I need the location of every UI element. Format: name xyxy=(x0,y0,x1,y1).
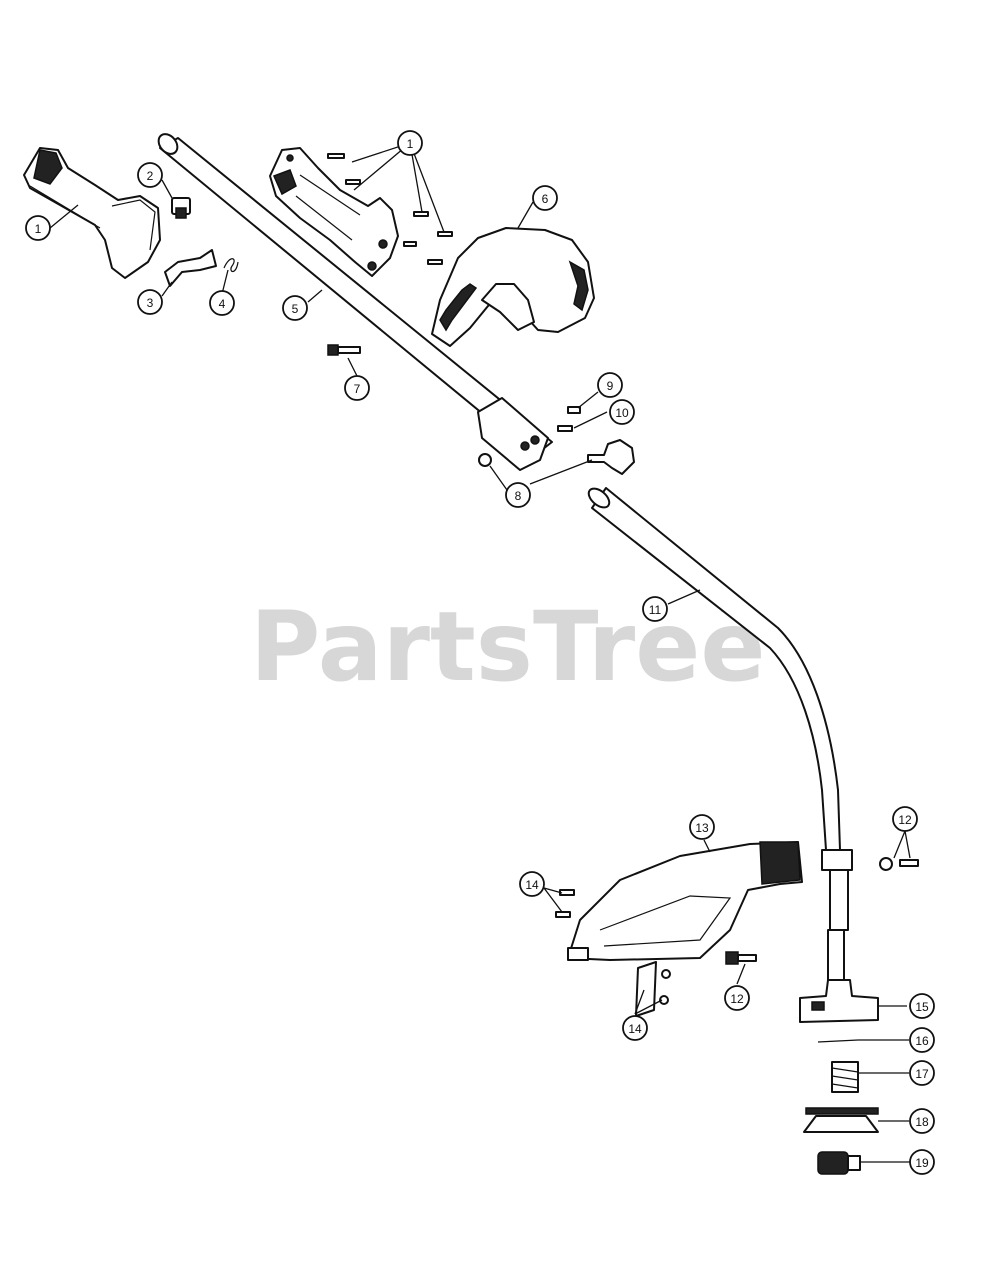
callout-5: 5 xyxy=(282,295,308,321)
svg-text:10: 10 xyxy=(615,406,629,420)
svg-text:12: 12 xyxy=(730,992,744,1006)
clamp-fastener-part[interactable] xyxy=(879,857,919,871)
svg-text:3: 3 xyxy=(147,296,154,310)
svg-text:9: 9 xyxy=(607,379,614,393)
callout-1-top: 1 xyxy=(397,130,423,156)
callout-2: 2 xyxy=(137,162,163,188)
svg-text:19: 19 xyxy=(915,1156,929,1170)
screw-10-part[interactable] xyxy=(557,425,573,432)
housing-screws-part[interactable] xyxy=(327,153,453,265)
svg-text:4: 4 xyxy=(219,297,226,311)
callout-3: 3 xyxy=(137,289,163,315)
callout-7: 7 xyxy=(344,375,370,401)
screw-9-part[interactable] xyxy=(567,406,581,414)
assist-handle-part[interactable] xyxy=(431,227,595,347)
spring-part[interactable] xyxy=(223,258,239,273)
callout-19: 19 xyxy=(909,1149,935,1175)
lower-shaft-part[interactable] xyxy=(585,485,853,983)
callout-6: 6 xyxy=(532,185,558,211)
line-cutter-part[interactable] xyxy=(725,951,757,965)
callout-8: 8 xyxy=(505,482,531,508)
callout-17: 17 xyxy=(909,1060,935,1086)
bolt-part[interactable] xyxy=(327,344,361,356)
svg-text:15: 15 xyxy=(915,1000,929,1014)
knob-nut-part[interactable] xyxy=(478,439,635,475)
svg-text:2: 2 xyxy=(147,169,154,183)
svg-text:18: 18 xyxy=(915,1115,929,1129)
callout-13: 13 xyxy=(689,814,715,840)
svg-text:14: 14 xyxy=(628,1022,642,1036)
callout-9: 9 xyxy=(597,372,623,398)
callout-12-top: 12 xyxy=(892,806,918,832)
callout-11: 11 xyxy=(642,596,668,622)
callout-16: 16 xyxy=(909,1027,935,1053)
svg-text:16: 16 xyxy=(915,1034,929,1048)
svg-text:14: 14 xyxy=(525,878,539,892)
callout-4: 4 xyxy=(209,290,235,316)
watermark-text: PartsTree xyxy=(250,591,765,703)
svg-text:11: 11 xyxy=(649,603,662,617)
callout-14-bottom: 14 xyxy=(622,1015,648,1041)
svg-text:1: 1 xyxy=(407,137,414,151)
guard-part[interactable] xyxy=(567,841,803,961)
svg-text:17: 17 xyxy=(915,1067,929,1081)
svg-text:6: 6 xyxy=(542,192,549,206)
callout-14-top: 14 xyxy=(519,871,545,897)
svg-text:7: 7 xyxy=(354,382,361,396)
callout-15: 15 xyxy=(909,993,935,1019)
callout-18: 18 xyxy=(909,1108,935,1134)
svg-text:1: 1 xyxy=(35,222,42,236)
svg-text:12: 12 xyxy=(898,813,912,827)
svg-text:8: 8 xyxy=(515,489,522,503)
upper-shaft-part[interactable] xyxy=(155,130,553,471)
svg-text:13: 13 xyxy=(695,821,709,835)
spool-part[interactable] xyxy=(803,1107,879,1133)
callout-1-left: 1 xyxy=(25,215,51,241)
switch-part[interactable] xyxy=(171,197,191,219)
spool-housing-part[interactable] xyxy=(799,979,879,1023)
callout-10: 10 xyxy=(609,399,635,425)
bump-knob-part[interactable] xyxy=(817,1151,861,1175)
leader-lines xyxy=(49,142,911,1163)
svg-text:5: 5 xyxy=(292,302,299,316)
callout-12-bottom: 12 xyxy=(724,985,750,1011)
spool-spring-part[interactable] xyxy=(831,1061,859,1093)
guard-screws-part[interactable] xyxy=(555,889,671,1017)
motor-housing-part[interactable] xyxy=(269,147,399,277)
trigger-part[interactable] xyxy=(164,249,217,287)
trimmer-line-part[interactable] xyxy=(817,1039,859,1043)
rear-handle-part[interactable] xyxy=(23,147,161,279)
